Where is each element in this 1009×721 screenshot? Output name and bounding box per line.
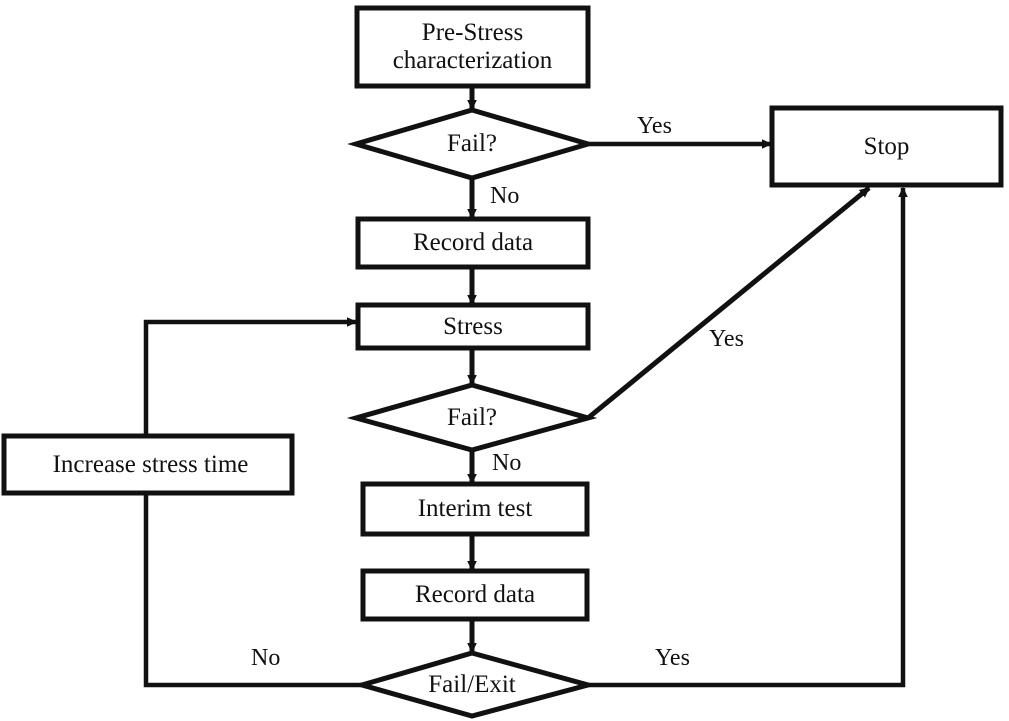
edge-fail2-yes-to-stop — [586, 186, 871, 420]
node-record-data-2[interactable] — [360, 568, 590, 622]
node-fail-decision-1[interactable] — [347, 107, 597, 181]
node-interim-test[interactable] — [360, 481, 590, 537]
node-fail-exit-decision[interactable] — [352, 650, 598, 719]
node-increase-stress-time[interactable] — [1, 433, 295, 496]
node-record-data-1[interactable] — [355, 216, 591, 270]
node-stress[interactable] — [355, 302, 591, 351]
node-fail-decision-2[interactable] — [346, 382, 598, 453]
edge-failexit-no-to-increase — [143, 317, 362, 688]
edge-failexit-yes-to-stop — [588, 186, 908, 688]
node-pre-stress-characterization[interactable] — [354, 5, 591, 89]
node-stop[interactable] — [769, 105, 1004, 188]
